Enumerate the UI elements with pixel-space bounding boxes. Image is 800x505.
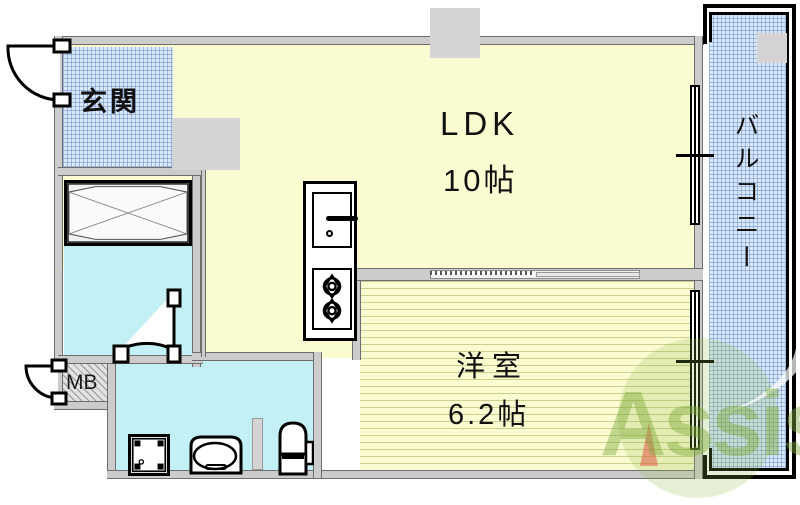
wash-basin [188, 434, 244, 476]
yoshitsu-floor [360, 281, 702, 477]
kitchen-drain-icon [326, 230, 333, 237]
wall-sanitary-top [192, 352, 322, 361]
wall-bath-right [192, 167, 201, 367]
kitchen-faucet [326, 216, 358, 221]
label-meterbox: MB [66, 371, 98, 394]
meter-box-door[interactable] [18, 358, 68, 412]
bathtub-shape [67, 183, 189, 243]
bath-door[interactable] [112, 288, 192, 368]
wash-basin-shape [189, 435, 243, 475]
wall-alcove [430, 8, 480, 58]
wall-sanitary-right [313, 352, 322, 478]
wall-right [694, 36, 703, 479]
shoe-cabinet [172, 118, 240, 170]
balcony-rail-left-top [709, 12, 712, 42]
label-yoshitsu-name: 洋室 [456, 351, 529, 383]
sliding-partition-leaf-b[interactable] [536, 272, 640, 277]
wall-left [54, 36, 63, 366]
kitchen-counter [303, 181, 358, 341]
bathtub [64, 180, 192, 246]
balcony-inner-rail [709, 12, 789, 471]
wall-genkan-bottom [58, 167, 201, 176]
wall-bath-bottom [58, 355, 203, 364]
washer-pan-shape [131, 437, 167, 473]
sliding-partition-leaf-a[interactable] [430, 271, 534, 275]
toilet [272, 420, 315, 478]
entrance-door[interactable] [0, 38, 72, 118]
balcony-rail-left-bottom [709, 448, 712, 471]
washing-machine-pan [128, 434, 170, 476]
toilet-shape [278, 421, 315, 476]
toilet-partition [252, 418, 263, 470]
wall-corridor-left [201, 167, 206, 357]
balcony-window-lower-mullion [694, 290, 696, 450]
balcony-window-lower-handle [676, 360, 714, 363]
balcony-outline-left-top [703, 4, 707, 44]
wall-bottom-mb [54, 401, 116, 410]
label-balcony: バルコニー [731, 112, 759, 277]
balcony-outline-left-bottom [703, 455, 707, 479]
balcony-storage-unit [757, 33, 787, 63]
kitchen-sink [312, 192, 358, 248]
label-yoshitsu-size: 6.2帖 [448, 399, 530, 431]
label-genkan: 玄関 [80, 87, 140, 117]
balcony-floor [709, 12, 788, 471]
balcony-window-upper-handle [676, 154, 714, 157]
genkan-floor [63, 47, 173, 167]
label-ldk-size: 10帖 [443, 163, 518, 198]
balcony-outline [703, 4, 796, 479]
wall-top [54, 36, 704, 45]
label-ldk-name: LDK [440, 105, 520, 142]
wall-bottom-main [107, 470, 703, 479]
wall-sanitary-left [107, 355, 116, 478]
gas-stove [312, 268, 352, 330]
gas-stove-burners [322, 273, 342, 324]
